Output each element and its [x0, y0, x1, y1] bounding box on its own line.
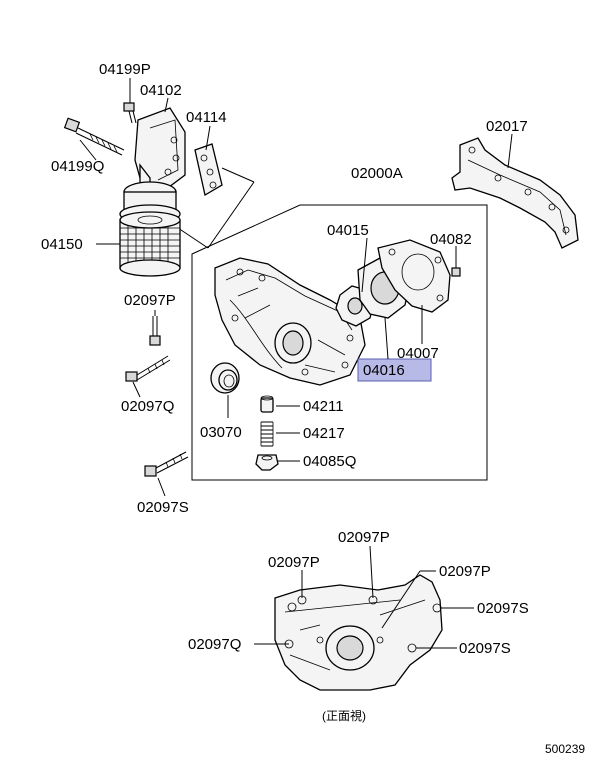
label-02097P-c[interactable]: 02097P	[268, 554, 320, 571]
label-02000A[interactable]: 02000A	[351, 165, 403, 182]
oil-pump-assembly-box	[191, 204, 488, 481]
bolt-02097Q-drawing	[125, 355, 171, 382]
label-04085Q[interactable]: 04085Q	[303, 453, 356, 470]
oil-filter-bracket-drawing	[63, 102, 255, 277]
part-highlight-box	[357, 358, 432, 382]
front-view-drawing	[274, 574, 443, 691]
oil-seal-03070-drawing	[210, 362, 240, 394]
label-04199Q[interactable]: 04199Q	[51, 158, 104, 175]
bolt-02097P-drawing	[149, 316, 161, 346]
label-02097S-a[interactable]: 02097S	[137, 499, 189, 516]
gasket-04114-drawing	[194, 143, 223, 197]
spring-04217-drawing	[260, 421, 274, 447]
label-02097Q-a[interactable]: 02097Q	[121, 398, 174, 415]
plunger-04211-drawing	[260, 395, 274, 413]
label-02097P-d[interactable]: 02097P	[439, 563, 491, 580]
plug-04085Q-drawing	[255, 454, 279, 471]
label-02097S-c[interactable]: 02097S	[459, 640, 511, 657]
front-view-caption: (正面視)	[322, 708, 366, 723]
label-04007[interactable]: 04007	[397, 345, 439, 362]
label-02097P-b[interactable]: 02097P	[338, 529, 390, 546]
oil-pump-case-drawing	[214, 257, 366, 386]
bolt-02097S-drawing	[144, 451, 189, 477]
screw-04082-drawing	[451, 262, 461, 277]
oil-filter-04150-drawing	[119, 181, 181, 277]
label-04217[interactable]: 04217	[303, 425, 345, 442]
label-02097P-a[interactable]: 02097P	[124, 292, 176, 309]
label-04082[interactable]: 04082	[430, 231, 472, 248]
oil-pump-gear-04015-drawing	[335, 257, 411, 327]
cover-gasket-02017-drawing	[451, 137, 579, 249]
diagram-number: 500239	[545, 742, 585, 756]
label-04015[interactable]: 04015	[327, 222, 369, 239]
label-04199P[interactable]: 04199P	[99, 61, 151, 78]
label-03070[interactable]: 03070	[200, 424, 242, 441]
label-02097S-b[interactable]: 02097S	[477, 600, 529, 617]
label-04016[interactable]: 04016	[363, 362, 405, 379]
oil-pump-cover-04007-drawing	[377, 239, 451, 313]
label-04150[interactable]: 04150	[41, 236, 83, 253]
label-02097Q-b[interactable]: 02097Q	[188, 636, 241, 653]
leader-lines	[79, 78, 513, 649]
label-04114[interactable]: 04114	[186, 109, 227, 126]
label-02017[interactable]: 02017	[486, 118, 528, 135]
bolt-04199Q-drawing	[63, 117, 125, 156]
part-labels: 04199P 04102 04114 04199Q 04150 02017 02…	[41, 61, 585, 756]
label-04211[interactable]: 04211	[303, 398, 344, 415]
label-04102[interactable]: 04102	[140, 82, 182, 99]
bolt-04199P-drawing	[123, 102, 137, 124]
